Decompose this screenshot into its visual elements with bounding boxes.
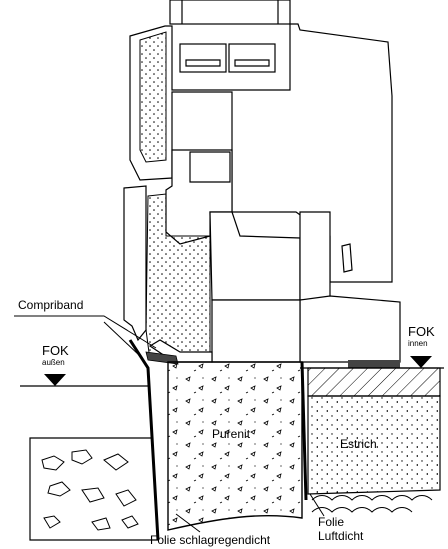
fok-outside-sublabel: außen [42,358,65,367]
lower-insulation [145,193,211,361]
purenit-block [167,361,303,531]
inner-seal [348,360,400,368]
floor-covering [307,367,441,397]
foil-rainproof-line [128,339,160,541]
fok-inside-marker [410,356,432,368]
fok-inside-label: FOK [408,324,435,339]
sill-frame [123,185,353,363]
purenit-label: Purenit [212,427,251,441]
insulation-pebbles [311,495,433,513]
fok-outside-marker [44,374,66,386]
foil-rainproof-label: Folie schlagregendicht [150,533,271,547]
foil-airtight-label-2: Luftdicht [318,529,364,543]
leader-lines [14,315,325,533]
compriband-label: Compriband [18,298,84,312]
fok-outside-label: FOK [42,343,69,358]
glazing-unit [169,0,291,73]
fok-inside-sublabel: innen [408,339,428,348]
gravel [41,449,139,531]
foil-airtight-line [300,361,308,501]
upper-insulation [139,31,167,163]
foil-airtight-label-1: Folie [318,515,345,529]
estrich-label: Estrich [340,437,377,451]
